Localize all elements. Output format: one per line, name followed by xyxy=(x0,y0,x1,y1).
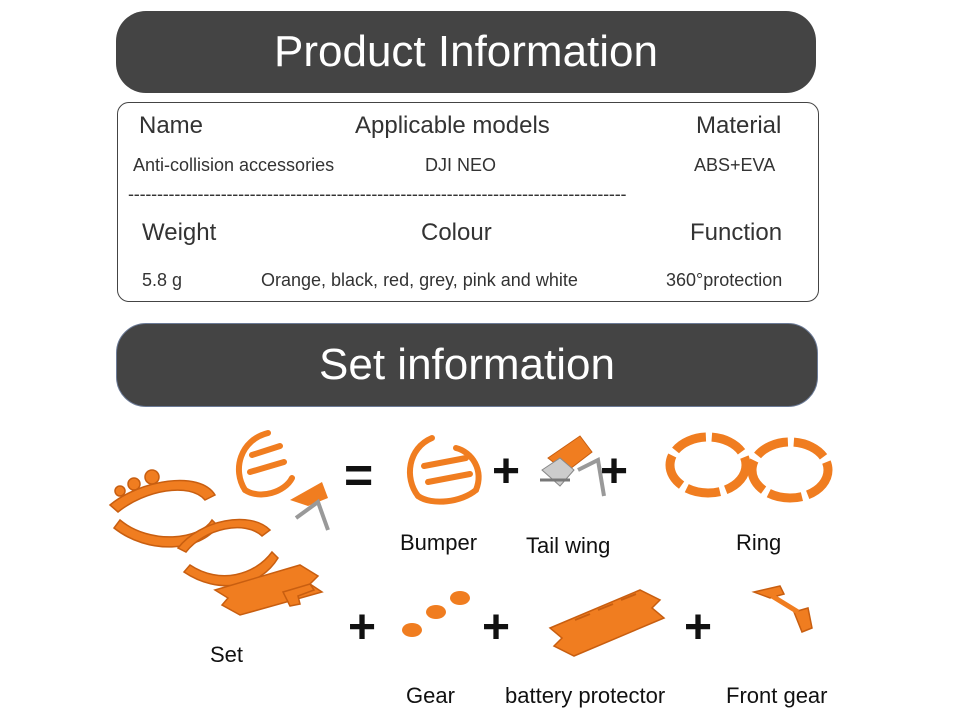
set-tail-wing-image xyxy=(290,482,330,531)
front-gear-label: Front gear xyxy=(726,683,828,708)
material-value: ABS+EVA xyxy=(694,155,776,175)
set-label: Set xyxy=(210,642,244,667)
set-image xyxy=(108,469,324,616)
models-value: DJI NEO xyxy=(425,155,497,175)
tail-wing-image xyxy=(540,435,606,497)
equals-sign: = xyxy=(344,447,374,503)
applicable-models-heading: Applicable models xyxy=(355,112,550,139)
function-heading: Function xyxy=(690,219,783,246)
ring-label: Ring xyxy=(736,530,782,555)
set-information-banner: Set information xyxy=(116,323,818,407)
battery-protector-label: battery protector xyxy=(505,683,666,708)
ring-image xyxy=(665,432,833,503)
function-value: 360°protection xyxy=(666,270,783,290)
battery-protector-image xyxy=(548,589,666,657)
name-value: Anti-collision accessories xyxy=(133,155,335,175)
weight-value: 5.8 g xyxy=(142,270,183,290)
bumper-image xyxy=(407,435,482,505)
bumper-label: Bumper xyxy=(400,530,478,555)
product-information-banner: Product Information xyxy=(116,11,816,93)
colour-value: Orange, black, red, grey, pink and white xyxy=(261,270,578,290)
weight-heading: Weight xyxy=(142,219,217,246)
plus-sign-3: + xyxy=(348,601,377,654)
front-gear-image xyxy=(751,585,813,633)
plus-sign-2: + xyxy=(600,445,629,498)
gear-label: Gear xyxy=(406,683,455,708)
colour-heading: Colour xyxy=(421,219,492,246)
plus-sign-5: + xyxy=(684,601,713,654)
plus-sign-4: + xyxy=(482,601,511,654)
tail-wing-label: Tail wing xyxy=(526,533,611,558)
name-heading: Name xyxy=(139,112,204,139)
set-bumper-image xyxy=(235,430,295,498)
product-info-box xyxy=(117,102,819,302)
gear-image xyxy=(402,591,470,637)
plus-sign-1: + xyxy=(492,445,521,498)
material-heading: Material xyxy=(696,112,782,139)
dashed-divider: ----------------------------------------… xyxy=(128,184,627,204)
